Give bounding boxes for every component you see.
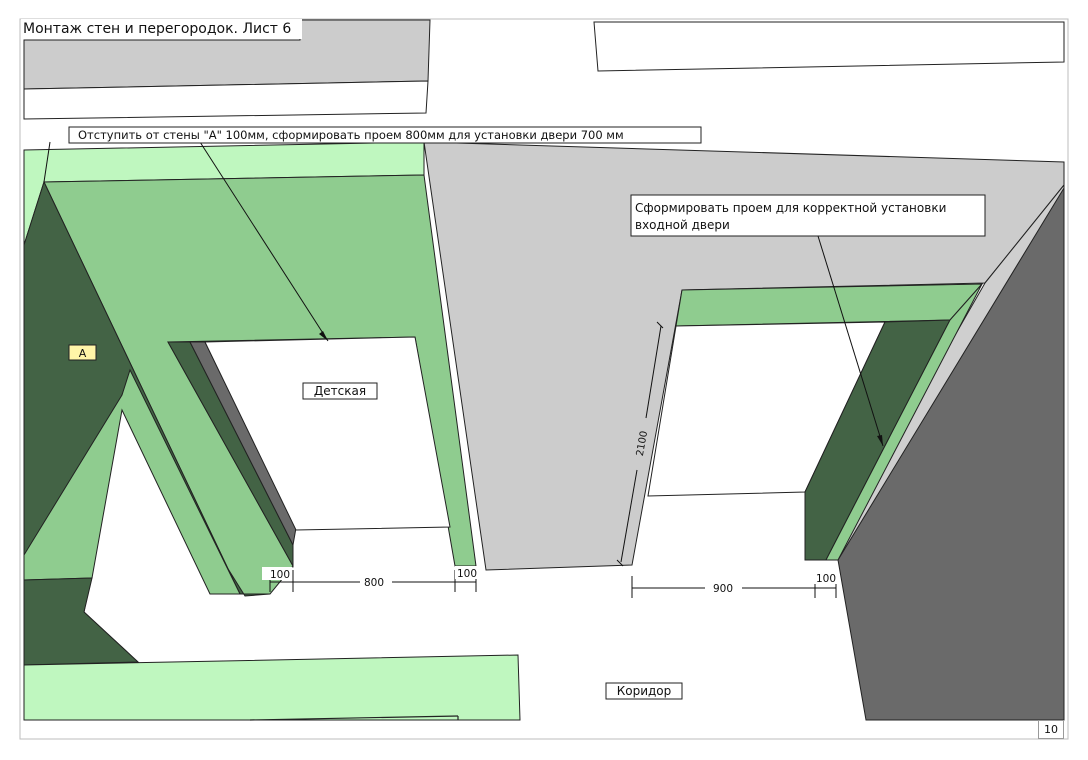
dim-left-opening-text: 800: [364, 577, 384, 589]
top-left-slab-edge: [23, 80, 429, 120]
wall-a-marker-text: А: [79, 347, 87, 360]
entrance-top-band: [675, 283, 984, 327]
callout-wall-a: Отступить от стены "А" 100мм, сформирова…: [68, 126, 702, 144]
dim-right-offset-1-text: 100: [457, 568, 477, 580]
leader-line-left: [43, 141, 51, 183]
dim-label-right-offset-2: 100: [814, 571, 839, 585]
room-label-corridor-text: Коридор: [617, 684, 672, 698]
dimension-line-height: [616, 321, 664, 567]
room-label-kids: Детская: [302, 382, 378, 400]
dim-right-offset-2-text: 100: [816, 573, 836, 585]
callout-entrance-line2: входной двери: [635, 218, 730, 232]
entrance-reveal-green: [825, 283, 983, 561]
callout-entrance: Сформировать проем для корректной устано…: [630, 194, 986, 237]
page-number: 10: [1038, 720, 1064, 739]
callout-wall-a-text: Отступить от стены "А" 100мм, сформирова…: [78, 128, 624, 142]
kids-opening: [204, 336, 451, 531]
dim-label-right-offset-1: 100: [455, 566, 480, 580]
dim-label-right-opening: 900: [713, 583, 733, 595]
leader-arrow-entrance: [877, 435, 883, 446]
dim-label-left-offset: 100: [262, 567, 292, 581]
room-label-kids-text: Детская: [314, 384, 366, 398]
callout-entrance-line1: Сформировать проем для корректной устано…: [635, 201, 946, 215]
leader-line-entrance: [817, 235, 884, 447]
top-right-slab: [593, 21, 1065, 72]
dim-right-opening-text: 900: [713, 583, 733, 595]
dim-height-text: 2100: [635, 430, 650, 457]
leader-arrow-wall-a: [319, 331, 328, 341]
leader-line-wall-a: [199, 141, 329, 342]
dark-gray-block: [837, 186, 1065, 721]
dim-left-offset-text: 100: [270, 569, 290, 581]
bottom-green-slab: [23, 654, 521, 721]
room-label-corridor: Коридор: [605, 682, 683, 700]
entrance-reveal-dark: [804, 319, 951, 561]
dim-label-height: 2100: [635, 430, 650, 457]
bottom-slab-edge: [249, 715, 459, 721]
sheet-title: Монтаж стен и перегородок. Лист 6: [21, 19, 302, 39]
dim-label-left-opening: 800: [364, 577, 384, 589]
wall-a-lower: [23, 577, 140, 666]
wall-a-marker: А: [68, 344, 97, 361]
